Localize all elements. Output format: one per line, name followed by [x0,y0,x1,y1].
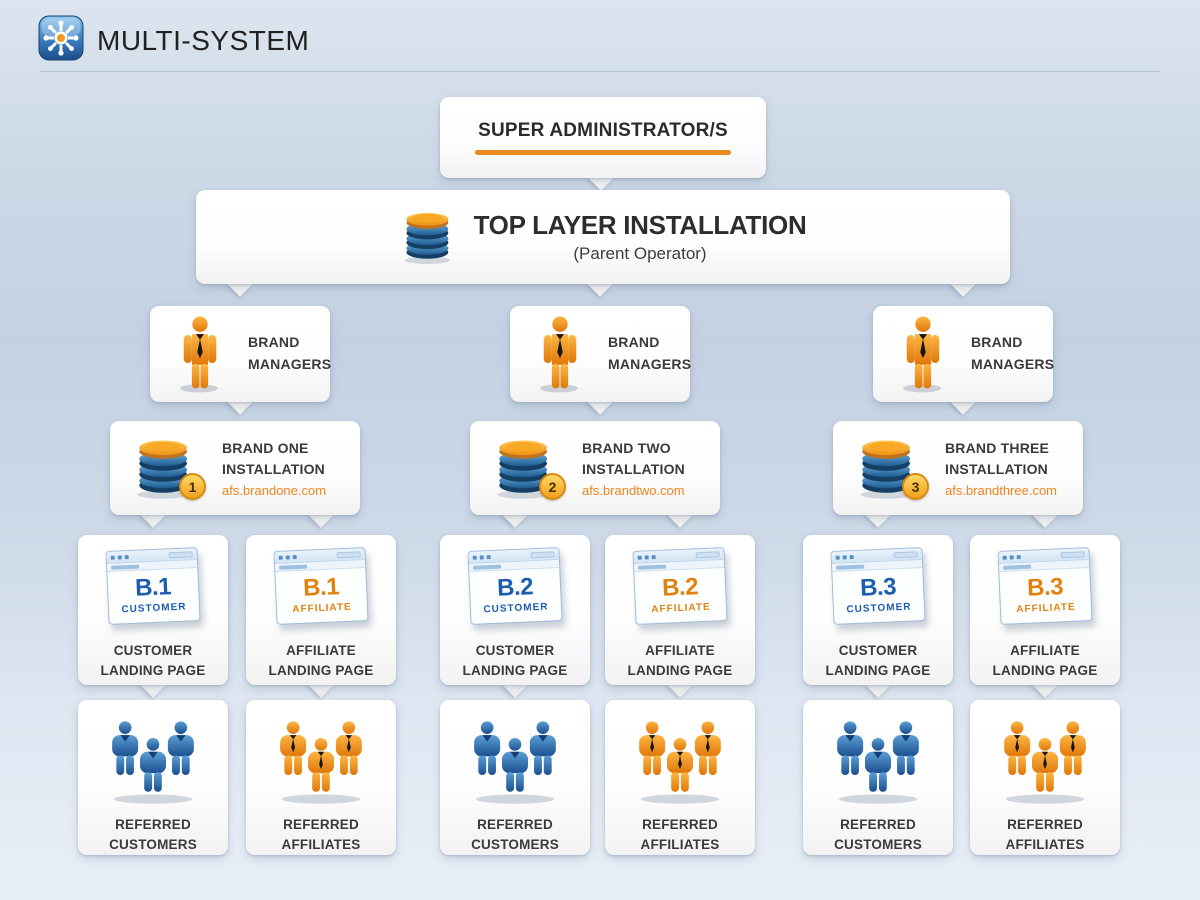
brand-code: B.3 [1026,573,1064,602]
affiliate-landing-page-node-1: B.1 AFFILIATE AFFILIATE LANDING PAGE [246,535,396,685]
accent-underline [475,150,731,155]
brand-code: B.1 [302,573,340,602]
installation-domain-link[interactable]: afs.brandtwo.com [582,482,685,498]
brand-managers-label: BRAND MANAGERS [971,334,1055,372]
brand-code: B.1 [134,573,172,602]
header-divider [40,71,1160,72]
referred-affiliates-node-3: REFERRED AFFILIATES [970,700,1120,855]
landing-page-caption: AFFILIATE LANDING PAGE [268,643,374,679]
customer-landing-page-node-3: B.3 CUSTOMER CUSTOMER LANDING PAGE [803,535,953,685]
landing-page-caption: AFFILIATE LANDING PAGE [992,643,1098,679]
brand-three-installation-node: 3 BRAND THREE INSTALLATION afs.brandthre… [833,421,1083,515]
people-icon [101,716,205,808]
browser-icon: B.2 AFFILIATE [632,547,728,625]
brand-code: B.2 [496,573,534,602]
installation-title: BRAND ONE INSTALLATION [222,440,325,477]
referred-affiliates-node-2: REFERRED AFFILIATES [605,700,755,855]
super-administrator-node: SUPER ADMINISTRATOR/S [440,97,766,178]
brand-managers-label: BRAND MANAGERS [248,334,332,372]
landing-page-caption: CUSTOMER LANDING PAGE [825,643,931,679]
installation-domain-link[interactable]: afs.brandone.com [222,482,327,498]
brand-managers-node-2: BRAND MANAGERS [510,306,692,402]
brand-number-badge: 1 [179,473,206,500]
referred-caption: REFERRED AFFILIATES [1005,816,1085,852]
top-layer-subtitle: (Parent Operator) [573,244,707,263]
brand-code: B.2 [661,573,699,602]
page-title: MULTI-SYSTEM [97,25,310,56]
affiliate-landing-page-node-2: B.2 AFFILIATE AFFILIATE LANDING PAGE [605,535,755,685]
landing-page-caption: AFFILIATE LANDING PAGE [627,643,733,679]
brand-managers-node-3: BRAND MANAGERS [873,306,1055,402]
person-icon [540,316,579,393]
people-icon [463,716,567,808]
person-icon [903,316,942,393]
people-tie-icon [269,716,373,808]
referred-caption: REFERRED CUSTOMERS [471,816,559,852]
people-tie-icon [993,716,1097,808]
referred-caption: REFERRED CUSTOMERS [834,816,922,852]
customer-landing-page-node-1: B.1 CUSTOMER CUSTOMER LANDING PAGE [78,535,228,685]
brand-managers-label: BRAND MANAGERS [608,334,692,372]
installation-title: BRAND TWO INSTALLATION [582,440,685,477]
browser-icon: B.2 CUSTOMER [467,547,563,625]
brand-number-badge: 2 [539,473,566,500]
customer-landing-page-node-2: B.2 CUSTOMER CUSTOMER LANDING PAGE [440,535,590,685]
referred-affiliates-node-1: REFERRED AFFILIATES [246,700,396,855]
landing-page-caption: CUSTOMER LANDING PAGE [100,643,206,679]
referred-caption: REFERRED AFFILIATES [640,816,720,852]
super-administrator-label: SUPER ADMINISTRATOR/S [478,120,728,141]
installation-title: BRAND THREE INSTALLATION [945,440,1050,477]
brand-one-installation-node: 1 BRAND ONE INSTALLATION afs.brandone.co… [110,421,360,515]
referred-customers-node-2: REFERRED CUSTOMERS [440,700,590,855]
browser-icon: B.3 AFFILIATE [997,547,1093,625]
hub-icon [38,15,84,61]
referred-customers-node-1: REFERRED CUSTOMERS [78,700,228,855]
browser-icon: B.1 AFFILIATE [273,547,369,625]
referred-caption: REFERRED CUSTOMERS [109,816,197,852]
referred-customers-node-3: REFERRED CUSTOMERS [803,700,953,855]
person-icon [180,316,219,393]
brand-code: B.3 [859,573,897,602]
top-layer-installation-node: TOP LAYER INSTALLATION (Parent Operator) [196,190,1010,284]
affiliate-landing-page-node-3: B.3 AFFILIATE AFFILIATE LANDING PAGE [970,535,1120,685]
brand-managers-node-1: BRAND MANAGERS [150,306,332,402]
brand-two-installation-node: 2 BRAND TWO INSTALLATION afs.brandtwo.co… [470,421,720,515]
people-tie-icon [628,716,732,808]
database-icon [404,212,450,264]
brand-number-badge: 3 [902,473,929,500]
browser-icon: B.3 CUSTOMER [830,547,926,625]
referred-caption: REFERRED AFFILIATES [281,816,361,852]
people-icon [826,716,930,808]
top-layer-title: TOP LAYER INSTALLATION [473,210,807,240]
browser-icon: B.1 CUSTOMER [105,547,201,625]
landing-page-caption: CUSTOMER LANDING PAGE [462,643,568,679]
installation-domain-link[interactable]: afs.brandthree.com [945,482,1058,498]
